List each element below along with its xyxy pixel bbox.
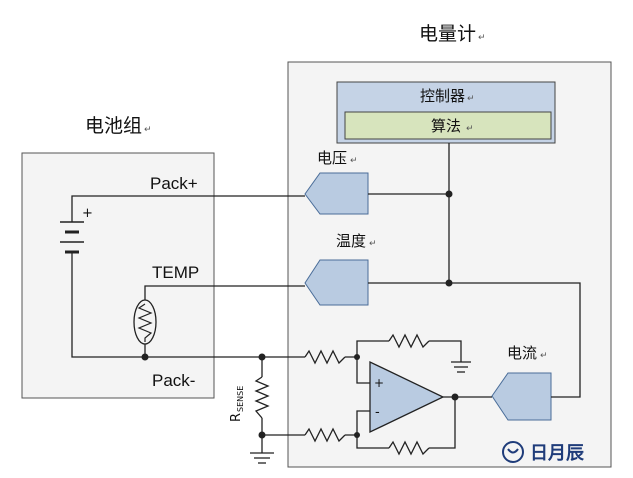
pack-plus-label: Pack+ bbox=[150, 174, 198, 193]
input-resistor-bottom-icon bbox=[304, 427, 346, 443]
feedback-resistor-bottom-icon bbox=[388, 440, 430, 456]
pack-minus-label: Pack- bbox=[152, 371, 195, 390]
ground-icon bbox=[250, 452, 274, 464]
para-mark: ↵ bbox=[144, 125, 152, 135]
feedback-resistor-top-icon bbox=[388, 333, 430, 349]
svg-text:SENSE: SENSE bbox=[236, 386, 245, 412]
thermistor-icon bbox=[133, 299, 157, 345]
voltage-adc bbox=[304, 172, 369, 215]
para-mark: ↵ bbox=[466, 124, 474, 134]
para-mark: ↵ bbox=[467, 94, 475, 104]
rsense-label: R SENSE bbox=[229, 386, 245, 422]
watermark-logo-icon bbox=[502, 441, 524, 463]
para-mark: ↵ bbox=[369, 239, 377, 249]
algorithm-box bbox=[344, 111, 552, 140]
temp-label: TEMP bbox=[152, 263, 199, 282]
svg-text:R: R bbox=[229, 413, 244, 422]
current-adc bbox=[491, 372, 552, 421]
gauge-title: 电量计 bbox=[419, 23, 476, 45]
battery-symbol-icon bbox=[60, 221, 84, 254]
voltage-label: 电压 bbox=[317, 149, 347, 167]
opamp-plus: + bbox=[374, 376, 384, 390]
ground-icon bbox=[451, 361, 471, 373]
input-resistor-top-icon bbox=[304, 349, 346, 365]
watermark-text: 日月辰 bbox=[530, 443, 584, 464]
para-mark: ↵ bbox=[350, 156, 358, 166]
wiring bbox=[71, 143, 581, 453]
battery-plus-sign: + bbox=[82, 206, 93, 221]
algorithm-label: 算法 bbox=[431, 117, 461, 135]
controller-label: 控制器 bbox=[420, 87, 465, 105]
temperature-label: 温度 bbox=[336, 232, 366, 250]
current-label: 电流 bbox=[507, 344, 537, 362]
para-mark: ↵ bbox=[540, 351, 548, 361]
pack-title: 电池组 bbox=[85, 115, 142, 137]
para-mark: ↵ bbox=[478, 33, 486, 43]
temperature-adc bbox=[304, 259, 369, 306]
opamp-minus: - bbox=[375, 405, 380, 420]
junction-dots bbox=[141, 190, 459, 439]
opamp-icon bbox=[369, 360, 445, 434]
sense-resistor-icon bbox=[254, 376, 270, 419]
